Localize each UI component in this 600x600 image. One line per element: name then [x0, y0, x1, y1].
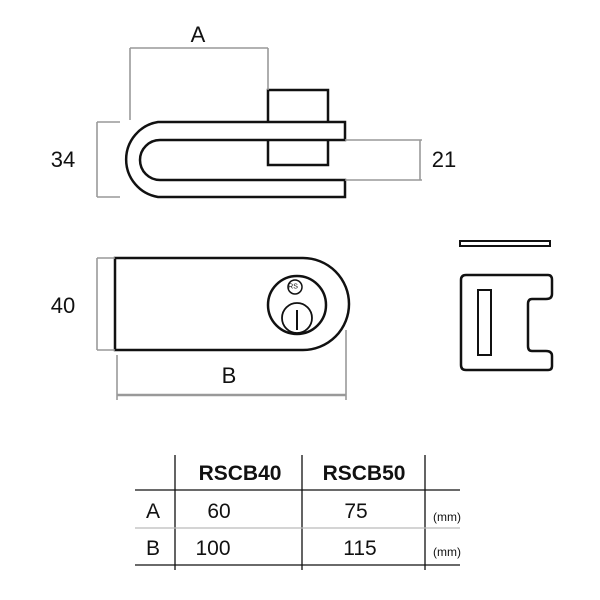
lock-keyway [281, 302, 313, 334]
table-grid [135, 455, 460, 570]
unit-a: (mm) [433, 510, 461, 524]
dimension-lines [96, 47, 422, 400]
rs-logo-text: RS [288, 283, 298, 291]
side-view-profile [459, 273, 554, 372]
dimension-21-label: 21 [431, 147, 457, 172]
side-view-plate [459, 240, 551, 247]
cell-b-rscb50: 115 [343, 537, 377, 560]
cell-a-rscb40: 60 [207, 500, 231, 523]
dimension-34-label: 34 [50, 147, 76, 172]
unit-b: (mm) [433, 545, 461, 559]
lock-cylinder [266, 274, 328, 336]
dimension-b-label: B [221, 363, 237, 388]
table-header-rscb50: RSCB50 [322, 462, 406, 485]
table-header-rscb40: RSCB40 [198, 462, 282, 485]
rs-logo-icon [287, 279, 303, 295]
row-label-b: B [145, 537, 161, 560]
front-view-body [113, 256, 351, 352]
top-view-shackle [124, 120, 347, 199]
dimension-a-label: A [190, 22, 206, 47]
cell-a-rscb50: 75 [344, 500, 368, 523]
dimension-40-label: 40 [50, 293, 76, 318]
cell-b-rscb40: 100 [195, 537, 231, 560]
row-label-a: A [145, 500, 161, 523]
